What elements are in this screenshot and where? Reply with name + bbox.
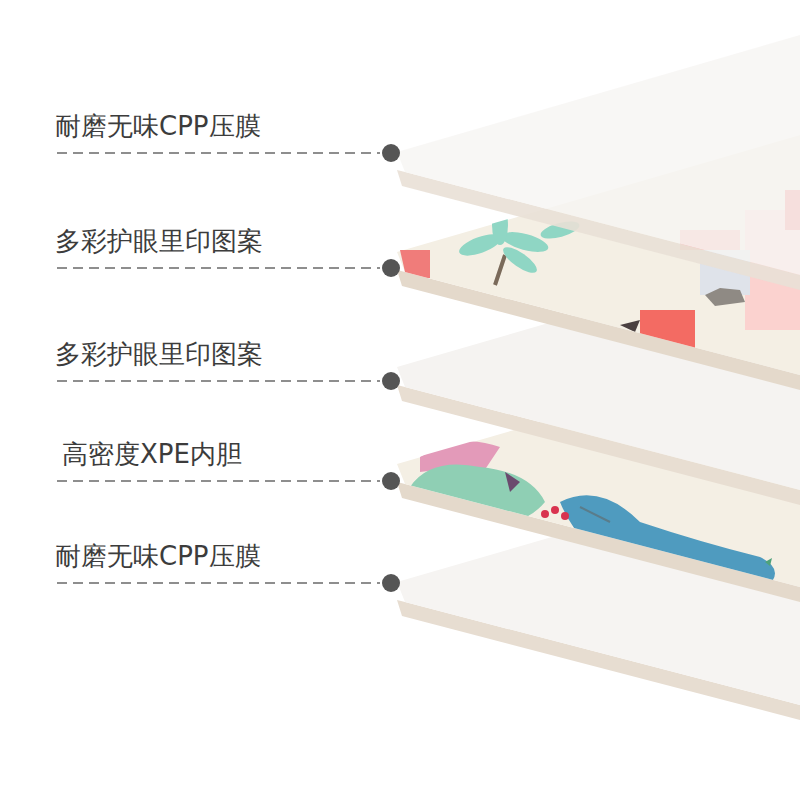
layer-label: 耐磨无味CPP压膜 (55, 109, 261, 143)
leader-dots (382, 144, 400, 592)
layer-label: 多彩护眼里印图案 (55, 337, 263, 371)
layer-label: 耐磨无味CPP压膜 (55, 539, 261, 573)
layer-label: 高密度XPE内胆 (62, 437, 242, 471)
top-film (397, 35, 800, 290)
layer-label: 多彩护眼里印图案 (55, 224, 263, 258)
